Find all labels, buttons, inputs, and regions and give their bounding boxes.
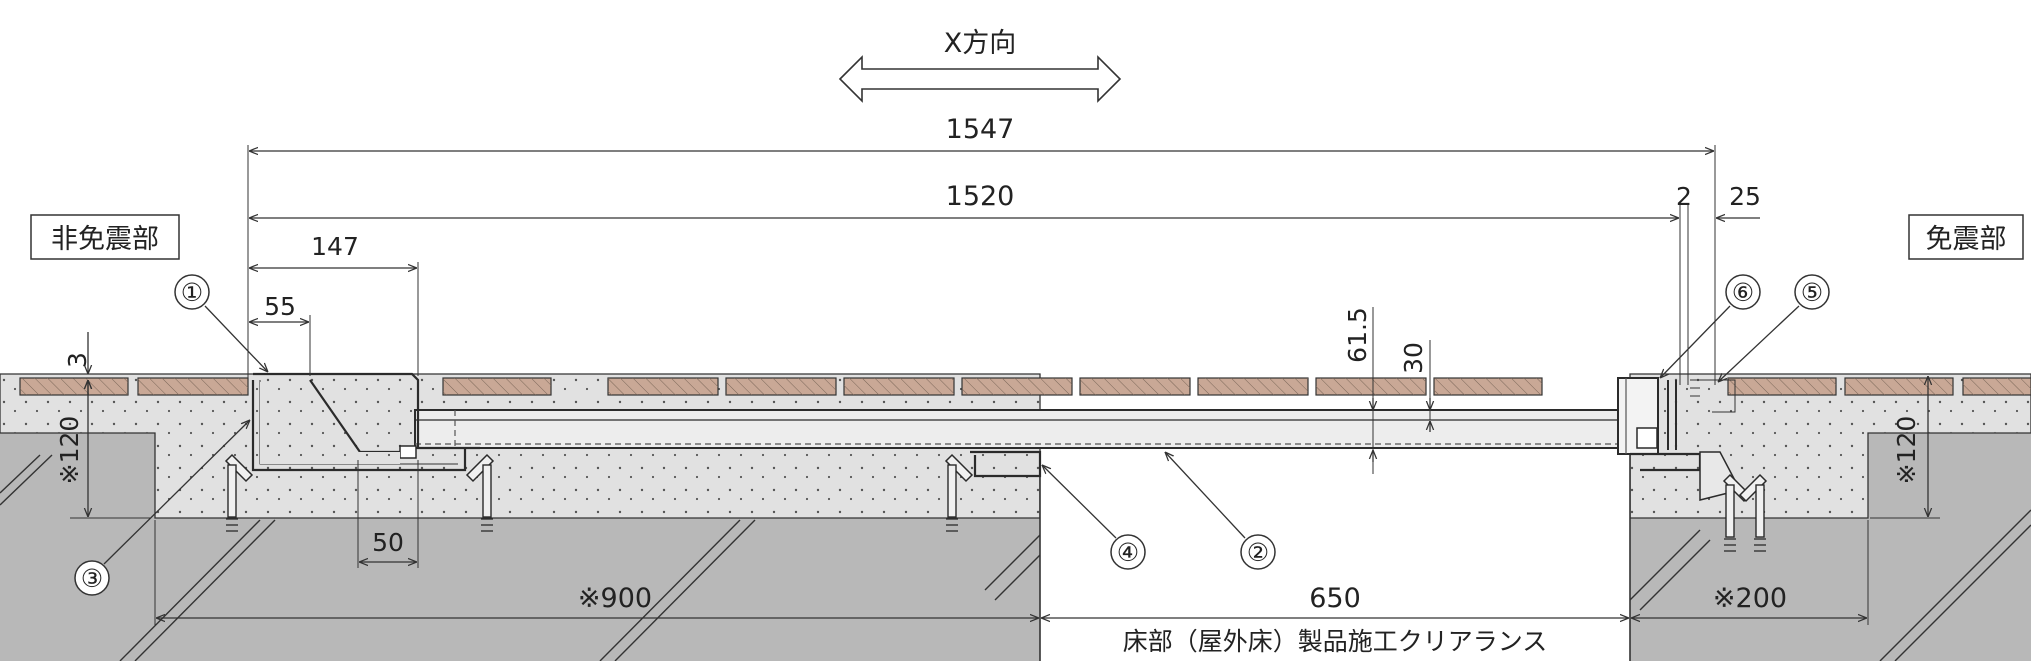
direction-indicator: X方向 bbox=[838, 28, 1122, 103]
ground-left bbox=[0, 433, 1041, 661]
floor-tile-hatch bbox=[962, 378, 1072, 395]
dimension-50: 50 bbox=[357, 460, 419, 568]
svg-text:③: ③ bbox=[81, 564, 103, 593]
dim-900: ※900 bbox=[578, 583, 652, 614]
dimension-right-120: ※120 bbox=[1870, 376, 1940, 519]
dimension-spans: ※900 650 ※200 床部（屋外床）製品施工クリアランス bbox=[154, 520, 1869, 661]
dim-25: 25 bbox=[1729, 182, 1761, 211]
dim-61-5: 61.5 bbox=[1343, 307, 1372, 363]
svg-text:⑤: ⑤ bbox=[1801, 278, 1823, 307]
support-angle-4 bbox=[970, 450, 1042, 478]
direction-label: X方向 bbox=[944, 28, 1017, 59]
dimension-61-5: 61.5 bbox=[1343, 307, 1373, 474]
anchor-bolt bbox=[465, 453, 495, 532]
anchor-bolt bbox=[944, 453, 974, 532]
cover-plate bbox=[414, 409, 1631, 449]
floor-tile-hatch bbox=[726, 378, 836, 395]
dimension-left-120: ※120 bbox=[55, 380, 150, 519]
dimension-30: 30 bbox=[1399, 340, 1430, 432]
dim-left-120: ※120 bbox=[55, 416, 84, 485]
dim-147: 147 bbox=[311, 232, 359, 261]
floor-tiles bbox=[19, 377, 2031, 396]
floor-tile-hatch bbox=[1845, 378, 1953, 395]
dim-30: 30 bbox=[1399, 342, 1428, 374]
dim-2: 2 bbox=[1676, 182, 1692, 211]
dimension-147: 147 bbox=[249, 232, 419, 376]
floor-tile-hatch bbox=[844, 378, 954, 395]
dim-55: 55 bbox=[264, 292, 296, 321]
ground-right bbox=[1629, 433, 2031, 661]
dimension-55: 55 bbox=[249, 292, 311, 376]
callout-6: ⑥ bbox=[1660, 274, 1761, 378]
floor-tile-hatch bbox=[1728, 378, 1836, 395]
dim-1520: 1520 bbox=[946, 181, 1015, 212]
callout-1: ① bbox=[174, 274, 268, 372]
dim-right-120: ※120 bbox=[1892, 416, 1921, 485]
zone-right-text: 免震部 bbox=[1926, 224, 2007, 255]
floor-tile-hatch bbox=[20, 378, 128, 395]
dim-1547: 1547 bbox=[946, 114, 1015, 145]
anchor-bolt bbox=[224, 453, 254, 532]
zone-label-right: 免震部 bbox=[1908, 214, 2024, 260]
anchor-bolts bbox=[224, 453, 1768, 552]
floor-tile-hatch bbox=[1316, 378, 1426, 395]
dim-200: ※200 bbox=[1713, 583, 1787, 614]
dimension-overall: 1547 bbox=[247, 114, 1716, 385]
svg-text:④: ④ bbox=[1117, 538, 1139, 567]
svg-text:⑥: ⑥ bbox=[1732, 278, 1754, 307]
svg-text:②: ② bbox=[1247, 538, 1269, 567]
callout-3: ③ bbox=[74, 420, 250, 596]
double-arrow-icon bbox=[838, 55, 1122, 103]
dimension-3: 3 bbox=[63, 332, 100, 395]
floor-tile-hatch bbox=[1434, 378, 1542, 395]
clearance-label: 床部（屋外床）製品施工クリアランス bbox=[1123, 627, 1548, 656]
left-frame-infill bbox=[260, 382, 400, 464]
callout-5: ⑤ bbox=[1718, 274, 1830, 382]
dimension-cover: 1520 2 25 bbox=[249, 181, 1761, 385]
anchor-bolt bbox=[1738, 473, 1768, 552]
zone-left-text: 非免震部 bbox=[51, 224, 159, 255]
floor-tile-hatch bbox=[138, 378, 248, 395]
floor-tile-hatch bbox=[1198, 378, 1308, 395]
floor-tile-hatch bbox=[1080, 378, 1190, 395]
floor-tile-hatch bbox=[443, 378, 551, 395]
svg-text:①: ① bbox=[181, 278, 203, 307]
callout-2: ② bbox=[1165, 452, 1276, 570]
dim-3: 3 bbox=[63, 352, 92, 368]
callout-4: ④ bbox=[1042, 465, 1146, 570]
dim-650: 650 bbox=[1309, 583, 1361, 614]
zone-label-left: 非免震部 bbox=[30, 214, 180, 260]
floor-tile-hatch bbox=[1963, 378, 2031, 395]
floor-tile-hatch bbox=[608, 378, 718, 395]
dim-50: 50 bbox=[372, 528, 404, 557]
